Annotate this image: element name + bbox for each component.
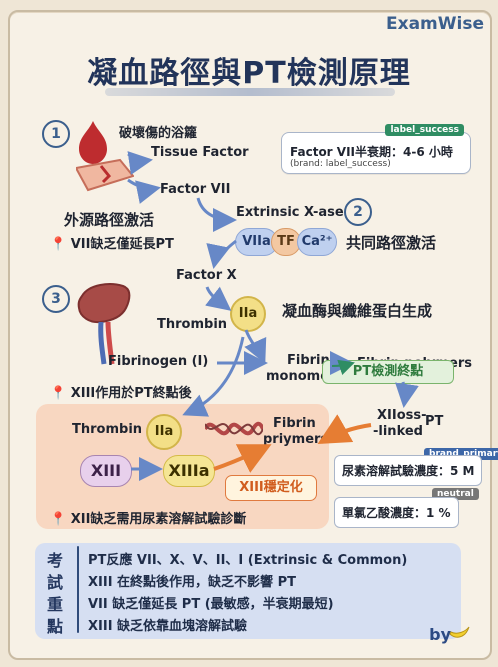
step-3-circle: 3: [42, 285, 70, 313]
xase-to-factor-x-arrow: [206, 239, 237, 269]
brand-logo-text: ExamWise: [386, 14, 484, 34]
pin-icon: 📍: [50, 386, 67, 401]
pt-label: PT: [425, 414, 444, 429]
factor-vii-brand-note: (brand: label_success): [290, 159, 391, 169]
xiii-pill: XIII: [80, 455, 132, 487]
pin-vii-note: 📍 VII缺乏僅延長PT: [50, 237, 174, 252]
fibrin-strand-icon: [205, 421, 263, 436]
iia-to-fibrin-arrow: [244, 329, 267, 364]
damage-label: 破壞傷的浴籮: [119, 126, 198, 141]
fibrin-polymers-bottom-line2: priymers: [263, 432, 329, 447]
pin-icon: 📍: [50, 237, 67, 252]
fibrin-polymers-bottom-line1: Fibrin: [273, 416, 316, 431]
iia-enzyme-top: IIa: [230, 296, 266, 332]
calcium-pill: Ca²⁺: [297, 228, 337, 256]
pin-xiii-note: 📍 XIII作用於PT終點後: [50, 386, 192, 401]
vein-icon: [98, 321, 107, 365]
summary-line-2: XIII 在終點後作用，缺乏不影響 PT: [88, 575, 296, 590]
summary-divider: [77, 546, 79, 633]
summary-line-3: VII 缺乏僅延長 PT (最敏感，半衰期最短): [88, 597, 334, 612]
fibrin-network-illustration: [205, 421, 263, 436]
banana-icon: [449, 626, 470, 638]
tissue-icon: [76, 158, 134, 192]
factor-x-label: Factor X: [176, 268, 237, 283]
title-underline: [105, 88, 395, 96]
viia-pill: VIIa: [235, 228, 278, 256]
extrinsic-xase-label: Extrinsic X-ase: [236, 205, 344, 220]
common-activation-label: 共同路徑激活: [346, 234, 437, 252]
xiii-stabilization-badge: XIII穩定化: [225, 475, 317, 501]
thrombin-fibrinogen-label: 凝血酶與纖維蛋白生成: [282, 302, 433, 320]
factor-vii-info-box: label_success Factor VII半衰期：4-6 小時 (bran…: [281, 124, 471, 174]
wound-icon: [99, 165, 112, 184]
pin-bottom-note: 📍 XII缺乏需用尿素溶解試驗診斷: [50, 512, 247, 527]
injury-to-tissue-factor-arrow: [127, 151, 153, 175]
urea-test-box: 尿素溶解試驗濃度：5 M: [334, 455, 483, 486]
crosslinked-to-polymer-arrow: [317, 414, 372, 444]
label-success-tag: label_success: [385, 124, 464, 136]
monochloro-box: 單氯乙酸濃度：1 %: [334, 497, 459, 528]
iia-loop-arrow: [182, 336, 245, 417]
thrombin-label: Thrombin: [157, 317, 228, 332]
footer-by-label: by: [429, 625, 451, 644]
tissue-factor-label: Tissue Factor: [151, 145, 249, 160]
pt-endpoint-arrow: [331, 359, 355, 376]
iia-enzyme-bottom: IIa: [146, 414, 182, 450]
extrinsic-activation-label: 外源路徑激活: [64, 211, 155, 229]
factor-x-to-iia-arrow: [205, 286, 232, 311]
tf-pill: TF: [271, 228, 301, 256]
thrombin-bottom-label: Thrombin: [72, 422, 143, 437]
summary-line-4: XIII 缺乏依靠血塊溶解試驗: [88, 619, 248, 634]
summary-line-1: PT反應 VII、X、V、II、I (Extrinsic & Common): [88, 553, 408, 568]
pin-icon: 📍: [50, 512, 67, 527]
page-title: 凝血路徑與PT檢測原理: [87, 56, 411, 91]
crosslinked-label-line2: -linked: [373, 424, 423, 439]
liver-illustration: [77, 283, 131, 365]
tissue-factor-to-vii-arrow: [127, 178, 161, 204]
artery-icon: [105, 321, 115, 365]
crosslinked-label-line1: XIIoss-: [377, 408, 427, 423]
summary-box: [35, 543, 461, 639]
factor-vii-halflife: Factor VII半衰期：4-6 小時: [290, 145, 453, 159]
fibrin-strand-icon-2: [205, 423, 263, 436]
xiiia-pill: XIIIa: [163, 455, 215, 487]
step-1-circle: 1: [42, 120, 70, 148]
summary-side-label: 考 試 重 點: [46, 551, 63, 636]
step-2-circle: 2: [344, 198, 372, 226]
fibrin-monomers-line1: Fibrin: [287, 353, 330, 368]
liver-icon: [77, 283, 131, 324]
polymer-to-crosslinked-arrow: [395, 381, 419, 408]
injury-illustration: [76, 121, 134, 192]
xiiia-to-fibrin-arrow: [213, 444, 272, 473]
blood-drop-icon: [79, 121, 107, 164]
factor-vii-label: Factor VII: [160, 182, 231, 197]
vii-to-xase-arrow: [196, 197, 237, 232]
fibrinogen-label: Fibrinogen (I): [108, 354, 209, 369]
